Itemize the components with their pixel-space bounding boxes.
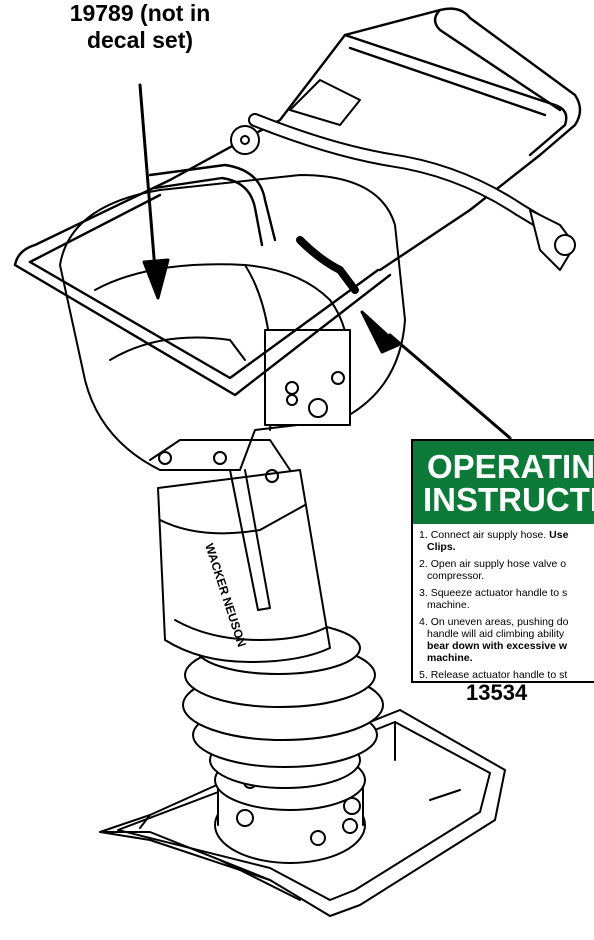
instruction-bold: Use xyxy=(549,529,569,541)
instruction-item: 3. Squeeze actuator handle to s machine. xyxy=(419,587,594,611)
instruction-text: On uneven areas, pushing do xyxy=(430,616,569,628)
air-hose xyxy=(230,79,576,294)
arrow-head-decal xyxy=(360,310,400,354)
instruction-item: 5. Release actuator handle to st xyxy=(419,669,594,681)
callout-line-1: 19789 (not in xyxy=(69,0,211,26)
decal-part-number: 13534 xyxy=(466,680,528,705)
instruction-number: 4. xyxy=(419,616,428,628)
instruction-item: 2. Open air supply hose valve o compress… xyxy=(419,558,594,582)
decal-header-line-1: OPERATIN xyxy=(427,448,594,485)
instruction-number: 3. xyxy=(419,587,428,599)
instruction-text: compressor. xyxy=(427,570,485,582)
instruction-text: machine. xyxy=(427,599,470,611)
instruction-bold: machine. xyxy=(427,652,473,664)
decal-header: OPERATIN INSTRUCTIO xyxy=(413,441,594,524)
arrow-head-top xyxy=(142,258,170,300)
instruction-number: 2. xyxy=(419,558,428,570)
decal-callout-label: 19789 (not in decal set) xyxy=(40,0,240,54)
decal-header-line-2: INSTRUCTIO xyxy=(423,481,594,518)
instruction-bold: Clips. xyxy=(427,541,456,553)
operating-instructions-decal: OPERATIN INSTRUCTIO 1. Connect air suppl… xyxy=(411,439,594,683)
callout-line-2: decal set) xyxy=(86,27,194,53)
arrow-shaft-top xyxy=(138,83,157,272)
instruction-text: handle will aid climbing ability xyxy=(427,628,565,640)
leg-cylinder: WACKER NEUSON xyxy=(157,469,331,663)
guard-frame xyxy=(13,7,582,397)
decal-instruction-list: 1. Connect air supply hose. Use Clips. 2… xyxy=(413,524,594,681)
instruction-item: 4. On uneven areas, pushing do handle wi… xyxy=(419,616,594,664)
instruction-bold: bear down with excessive w xyxy=(427,640,568,652)
instruction-text: Squeeze actuator handle to s xyxy=(430,587,568,599)
instruction-text: Release actuator handle to st xyxy=(430,669,568,681)
instruction-number: 1. xyxy=(419,529,428,541)
instruction-text: Connect air supply hose. xyxy=(430,529,550,541)
callout-arrows xyxy=(138,83,512,440)
arrow-shaft-decal xyxy=(388,333,512,440)
engine-housing xyxy=(59,174,406,483)
instruction-item: 1. Connect air supply hose. Use Clips. xyxy=(419,529,594,553)
instruction-text: Open air supply hose valve o xyxy=(430,558,567,570)
instruction-number: 5. xyxy=(419,669,428,681)
